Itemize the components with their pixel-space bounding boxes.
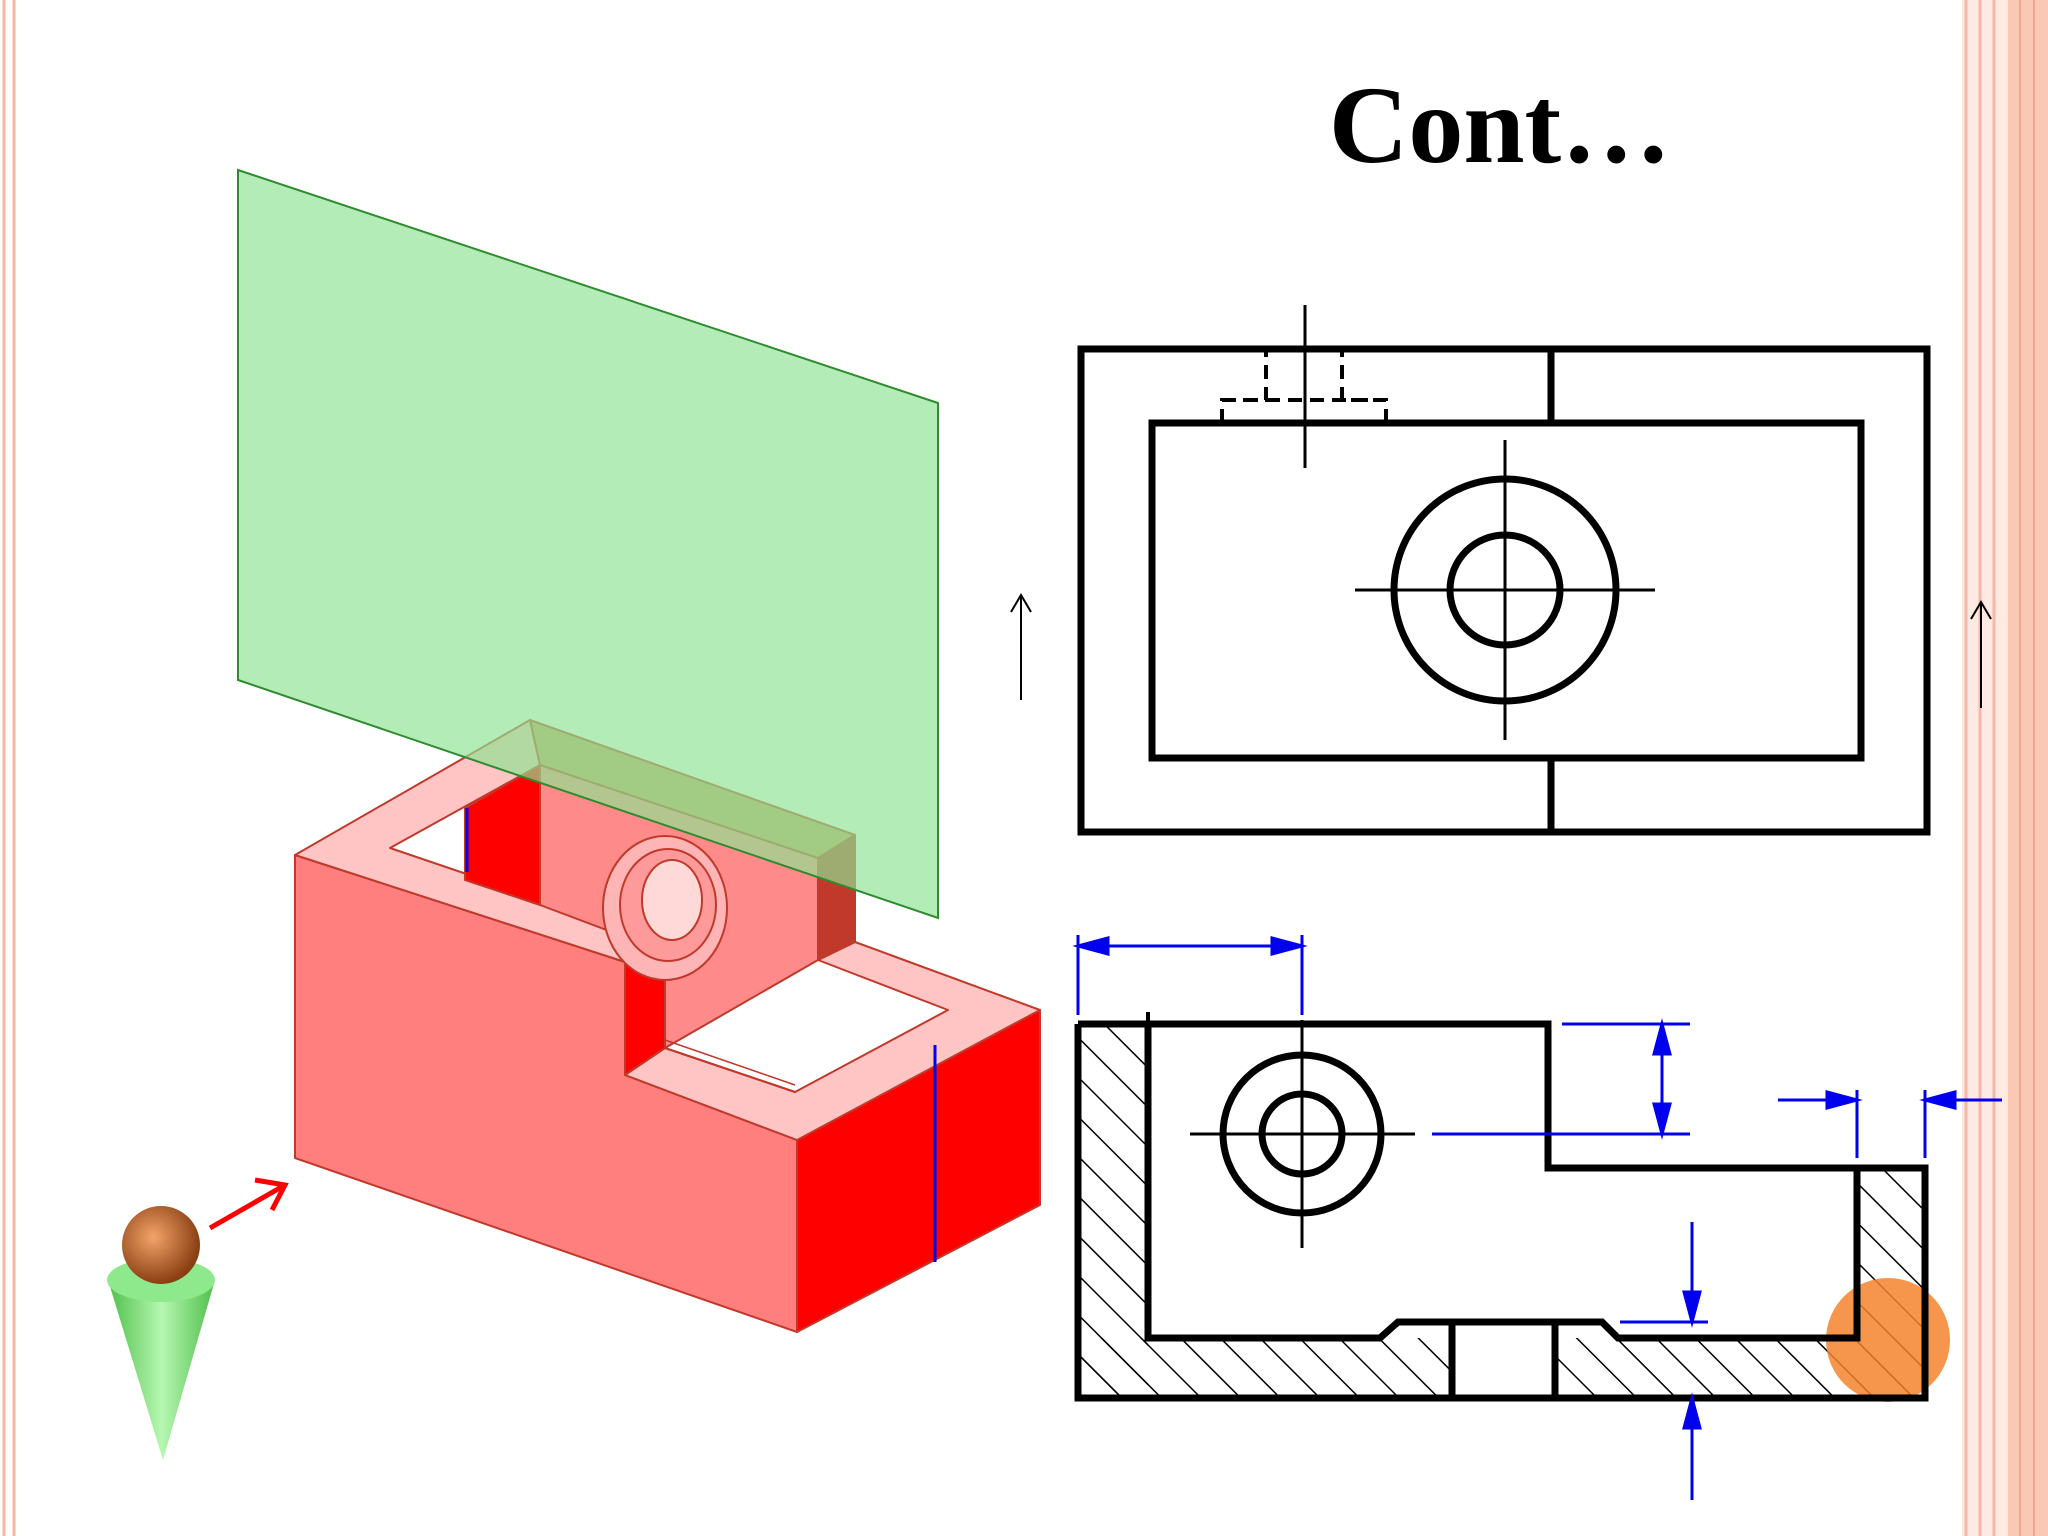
top-view [1077, 305, 1931, 836]
section-view [1072, 935, 2002, 1500]
slide-border-right [1962, 0, 2048, 1536]
observer-figure-icon [107, 1206, 215, 1460]
cutting-plane [237, 168, 939, 920]
red-arrow-icon [208, 1177, 289, 1231]
hole-through [641, 859, 703, 941]
slide-border-left [2, 0, 16, 1536]
inner-left-wall [464, 764, 541, 906]
dimension-lines [1072, 935, 2002, 1500]
thin-up-arrow-icon [1010, 593, 1992, 708]
slide-title: Cont… [1328, 64, 1672, 186]
